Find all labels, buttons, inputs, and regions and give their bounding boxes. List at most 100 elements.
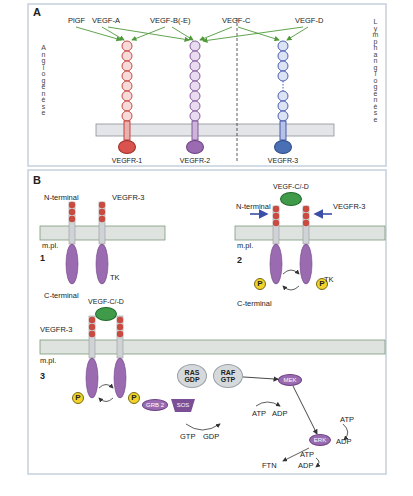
node-label: GRB 2 bbox=[146, 402, 164, 408]
vegfr3-domains bbox=[278, 41, 288, 51]
vegfr2-domains bbox=[190, 51, 200, 61]
node-label: RAS bbox=[185, 369, 200, 376]
panel-frame bbox=[28, 4, 386, 166]
vegfr3-domains bbox=[278, 91, 288, 101]
receptor-domain: VEGFR-2 bbox=[186, 140, 204, 154]
receptor-dimer bbox=[66, 244, 78, 284]
panel-number: 1 bbox=[40, 254, 45, 263]
reaction-arrow bbox=[283, 286, 299, 290]
receptor-dimer bbox=[99, 209, 105, 215]
adaptor-protein: GRB 2 bbox=[142, 399, 168, 411]
vegfr1-domains bbox=[122, 51, 132, 61]
receptor-dimer bbox=[99, 216, 105, 222]
annotation-text: m.pl. bbox=[42, 242, 58, 250]
receptor-dimer bbox=[66, 202, 312, 398]
phosphate-circle: P bbox=[72, 392, 84, 404]
vegfr1-domains bbox=[122, 91, 132, 101]
receptor-dimer bbox=[114, 358, 126, 398]
receptor-dimer bbox=[300, 244, 312, 284]
vegfr3-domains bbox=[283, 81, 284, 91]
annotation-text: VEGF-A bbox=[92, 17, 120, 25]
annotation-text: VEGF-C bbox=[222, 17, 250, 25]
annotation-text: VEGF-D bbox=[295, 17, 323, 25]
vegfr1-domains bbox=[122, 111, 132, 121]
receptor-dimer bbox=[273, 206, 279, 212]
side-caption: Lymphangiogenèse bbox=[372, 18, 379, 122]
receptor-dimer bbox=[117, 317, 123, 323]
separator-line bbox=[237, 18, 238, 162]
node-label: VEGFR-2 bbox=[180, 157, 210, 164]
node-label: GDP bbox=[184, 376, 199, 383]
vegfr2-domains bbox=[190, 41, 200, 51]
receptor-dimer bbox=[273, 206, 279, 244]
annotation-text: N-terminal bbox=[236, 203, 271, 211]
dimerisation-arrow bbox=[250, 213, 267, 215]
reaction-arrow bbox=[256, 402, 280, 406]
receptor-domain: VEGFR-1 bbox=[118, 140, 136, 154]
reaction-arrow bbox=[99, 270, 348, 467]
gtpase-blob: RASGDP bbox=[177, 364, 207, 388]
receptor-dimer bbox=[96, 244, 108, 284]
receptor-dimer bbox=[86, 358, 98, 398]
cell-membrane bbox=[96, 124, 334, 136]
kinase-ellipse: MEK bbox=[278, 374, 302, 386]
receptor-dimer bbox=[99, 202, 105, 208]
receptor-dimer bbox=[69, 216, 75, 222]
vegfr1-domains bbox=[122, 61, 132, 71]
vegfr2-domains bbox=[190, 81, 200, 91]
phosphate-circle: P bbox=[254, 278, 266, 290]
vegfr1-domains bbox=[122, 81, 132, 91]
vegfr1-domains bbox=[122, 101, 132, 111]
receptor-dimer bbox=[69, 209, 75, 215]
annotation-text: TK bbox=[324, 276, 334, 284]
receptor-dimer bbox=[89, 324, 95, 330]
node-label: VEGF-C/-D bbox=[273, 183, 309, 190]
ligand-dimer: VEGF-C/-D bbox=[95, 307, 117, 321]
annotation-text: FTN bbox=[262, 462, 277, 470]
annotation-text: VEGF-B(-E) bbox=[150, 17, 190, 25]
receptor-dimer bbox=[69, 202, 75, 208]
phosphate-circle: P bbox=[128, 392, 140, 404]
vegfr3-domains bbox=[278, 61, 288, 71]
annotation-text: N-terminal bbox=[44, 194, 79, 202]
panel-frame bbox=[28, 4, 386, 474]
panel-number: B bbox=[33, 175, 41, 186]
node-label: ERK bbox=[314, 437, 326, 443]
pathway-arrow bbox=[243, 377, 278, 379]
node-label: VEGF-C/-D bbox=[88, 298, 124, 305]
receptor-dimer bbox=[273, 213, 279, 219]
vegfr2-domains bbox=[190, 41, 200, 140]
vegfr1-domains bbox=[124, 121, 130, 140]
vegfr2-domains bbox=[190, 61, 200, 71]
vegfr3-domains bbox=[280, 121, 286, 140]
annotation-text: GTP bbox=[180, 433, 195, 441]
vegfr2-domains bbox=[190, 101, 200, 111]
node-label: RAF bbox=[221, 369, 235, 376]
node-label: GTP bbox=[221, 376, 235, 383]
annotation-text: m.pl. bbox=[40, 357, 56, 365]
receptor-dimer bbox=[303, 206, 309, 244]
vegfr1-domains bbox=[122, 41, 132, 140]
adaptor-protein: SOS bbox=[171, 399, 195, 412]
vegfr3-domains bbox=[278, 101, 288, 111]
annotation-text: VEGFR-3 bbox=[112, 194, 145, 202]
ligand-arrow bbox=[132, 27, 165, 40]
vegfr2-domains bbox=[190, 111, 200, 121]
ligand-arrow bbox=[172, 27, 193, 40]
annotation-text: VEGFR-3 bbox=[333, 203, 366, 211]
vegfr1-domains bbox=[122, 71, 132, 81]
ligand-arrow bbox=[76, 27, 308, 41]
kinase-blob: RAFGTP bbox=[213, 364, 243, 388]
annotation-text: TK bbox=[110, 274, 120, 282]
vegfr2-domains bbox=[190, 91, 200, 101]
separator-line bbox=[237, 18, 238, 162]
node-label: P bbox=[319, 280, 324, 288]
vegfr3-domains bbox=[278, 71, 288, 81]
cell-membrane bbox=[40, 124, 385, 354]
node-label: SOS bbox=[177, 402, 190, 408]
receptor-dimer bbox=[303, 220, 309, 226]
node-label: VEGFR-1 bbox=[112, 157, 142, 164]
receptor-dimer bbox=[69, 202, 75, 244]
